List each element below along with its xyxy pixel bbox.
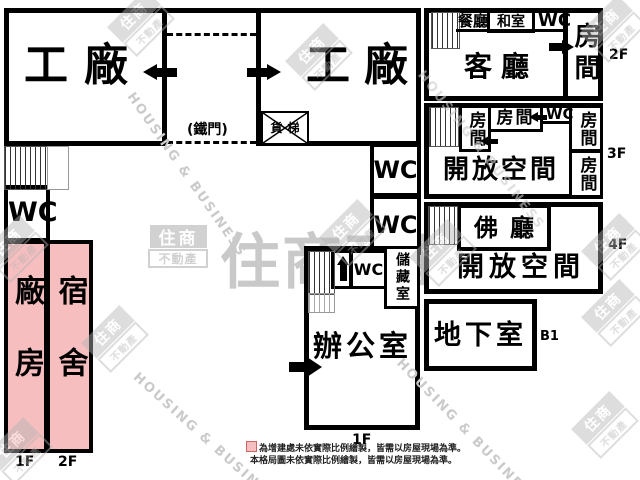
stairs-hatch-office: [308, 251, 335, 295]
room-label-open-3f: 開放空間: [443, 155, 560, 185]
arrow-2f-room-icon: [549, 40, 574, 54]
brand-logo-bottom: 不動產: [148, 249, 208, 268]
freight-elevator-label: 貨梯: [270, 121, 305, 135]
dashed-line-iron-door: [167, 141, 256, 144]
room-label-3f-c: 房間: [576, 110, 597, 147]
room-3f-d: 房間: [569, 150, 603, 198]
stairs-hatch-4f: [428, 206, 458, 245]
floor-label-4f: 4F: [608, 238, 627, 252]
room-dorm-annex: 宿舍: [46, 240, 93, 453]
room-label-factory-left: 工廠: [24, 40, 144, 91]
arrow-up-icon: [337, 256, 349, 281]
room-label-open-4f: 開放空間: [457, 252, 585, 283]
stairs-landing-office: [308, 293, 335, 313]
room-label-living: 客廳: [464, 50, 539, 83]
wall-corridor-right: [256, 8, 261, 146]
room-label-factory-right: 工廠: [306, 40, 422, 91]
stairs-hatch-2f: [431, 12, 460, 49]
wall-3f-wc-bottom: [540, 121, 571, 124]
room-label-dining: 餐廳: [458, 12, 489, 30]
floor-label-b1: B1: [540, 329, 559, 344]
wall-2f-toprow: [456, 29, 567, 32]
dashed-line-corridor-top: [167, 33, 256, 36]
wall-corridor-left: [162, 8, 167, 146]
room-wc-small: WC: [350, 250, 387, 289]
wall-2f-room: [563, 10, 568, 99]
stairs-landing-1f: [47, 146, 69, 190]
room-label-office: 辦公室: [313, 329, 413, 363]
room-label-tatami: 和室: [497, 13, 525, 30]
room-factory-main: [4, 8, 421, 146]
room-label-wc-2f: WC: [538, 10, 572, 31]
room-label-3f-b: 房間: [496, 108, 535, 128]
room-storage: 儲藏室: [384, 246, 420, 309]
disclaimer-line1: 為增建處未依實際比例繪製，皆需以房屋現場為準。: [246, 441, 466, 455]
disclaimer-line1-text: 為增建處未依實際比例繪製，皆需以房屋現場為準。: [259, 444, 467, 454]
brand-logo-watermark: 住商 不動產: [148, 225, 208, 268]
room-label-wc-lower: WC: [373, 211, 418, 239]
disclaimer-line2-text: 本格局圖未依實際比例繪製，皆需以房屋現場為準。: [250, 456, 458, 466]
arrow-3f-room-icon: [480, 136, 498, 146]
stairs-hatch-3f: [429, 107, 459, 147]
floor-label-annex-1f: 1F: [15, 454, 35, 470]
annex-legend-swatch: [246, 441, 257, 452]
arrow-right-icon: [247, 64, 281, 80]
stairs-hatch-1f: [4, 146, 50, 190]
room-label-buddha: 佛廳: [474, 213, 546, 242]
room-label-room-2f: 房間: [570, 22, 600, 86]
room-label-wc-left: WC: [8, 197, 58, 228]
disclaimer-line2: 本格局圖未依實際比例繪製，皆需以房屋現場為準。: [250, 456, 457, 467]
freight-elevator-box: 貨梯: [261, 111, 309, 145]
arrow-office-entry-icon: [289, 357, 322, 377]
arrow-3f-wc-icon: [529, 112, 547, 122]
room-label-wc-small: WC: [353, 259, 384, 279]
brand-logo-top: 住商: [150, 225, 207, 249]
room-label-storage: 儲藏室: [394, 252, 410, 303]
floor-label-annex-2f: 2F: [58, 454, 78, 470]
room-buddha-hall: 佛廳: [457, 204, 551, 251]
room-label-3f-d: 房間: [576, 156, 597, 192]
room-label-workshop: 廠房: [9, 274, 44, 419]
arrow-left-icon: [143, 64, 177, 80]
elevator-cross-icon: [263, 113, 307, 143]
floor-label-3f: 3F: [607, 146, 627, 162]
brand-stamp-watermark: 住商 不動產: [571, 391, 639, 459]
room-label-basement: 地下室: [434, 319, 527, 351]
room-label-wc-upper: WC: [373, 156, 418, 184]
floor-label-office-1f: 1F: [352, 432, 372, 448]
room-label-dorm: 宿舍: [52, 274, 88, 419]
room-label-wc-3f: WC: [546, 105, 574, 123]
room-3f-c: 房間: [569, 105, 603, 152]
floor-label-2f: 2F: [609, 47, 629, 63]
iron-door-label: (鐵門): [187, 122, 228, 138]
room-wc-upper: WC: [370, 143, 421, 197]
room-basement: 地下室: [424, 299, 537, 371]
